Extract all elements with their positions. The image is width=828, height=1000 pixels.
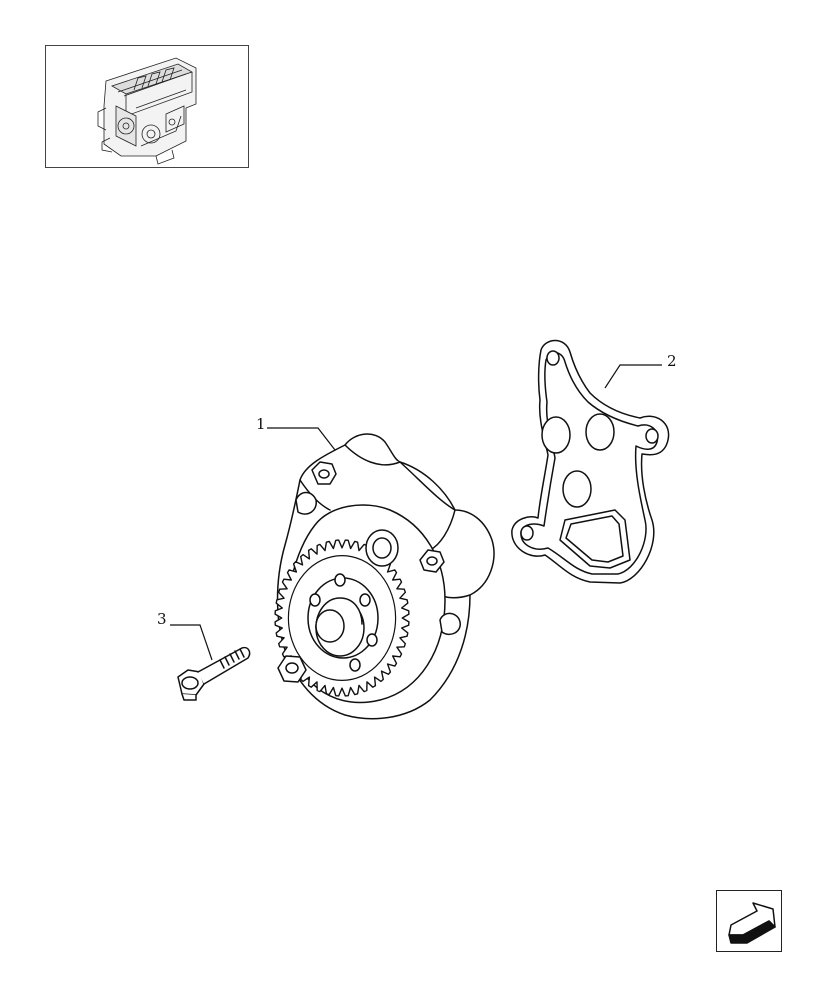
callout-label-2: 2 [667, 352, 677, 370]
leader-line-1 [267, 427, 336, 451]
screw-part [177, 646, 251, 701]
engine-thumbnail [45, 45, 249, 168]
leader-line-3 [170, 624, 213, 661]
leader-line-2 [604, 364, 662, 389]
arrow-next-page-icon [728, 902, 776, 944]
callout-label-1: 1 [256, 415, 266, 433]
callout-label-3: 3 [157, 610, 167, 628]
next-page-button[interactable] [716, 890, 782, 952]
oil-pump-part [274, 433, 495, 720]
engine-assembly-icon [97, 57, 197, 165]
gasket-part [511, 339, 670, 584]
